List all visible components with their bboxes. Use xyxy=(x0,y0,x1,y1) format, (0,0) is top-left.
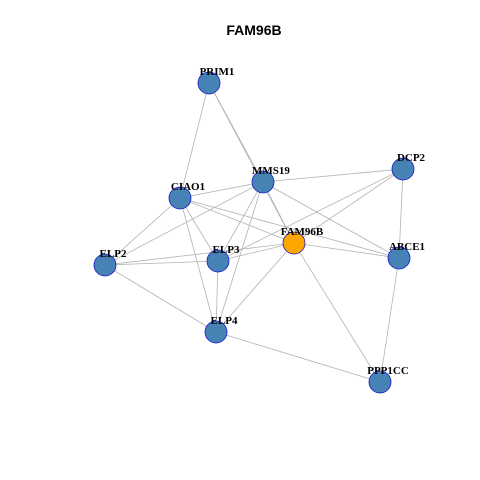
node-label-elp4: ELP4 xyxy=(211,315,238,327)
edge-dcp2-fam96b xyxy=(293,168,404,244)
edge-fam96b-ppp1cc xyxy=(293,242,381,383)
node-label-ciao1: CIAO1 xyxy=(171,181,205,193)
edge-prim1-fam96b xyxy=(208,82,295,244)
node-label-dcp2: DCP2 xyxy=(397,152,426,164)
edge-elp4-ppp1cc xyxy=(215,331,381,383)
edge-abce1-ppp1cc xyxy=(379,257,400,383)
edge-mms19-elp4 xyxy=(215,181,264,333)
node-label-elp2: ELP2 xyxy=(100,248,127,260)
graph-title: FAM96B xyxy=(226,22,281,38)
node-mms19 xyxy=(251,170,275,194)
node-fam96b xyxy=(282,231,306,255)
node-abce1 xyxy=(387,246,411,270)
node-label-elp3: ELP3 xyxy=(213,244,240,256)
node-elp2 xyxy=(93,253,117,277)
edge-mms19-ciao1 xyxy=(179,181,264,199)
edge-ciao1-elp2 xyxy=(104,197,181,266)
edge-ciao1-elp4 xyxy=(179,197,217,333)
edge-fam96b-elp2 xyxy=(104,242,295,266)
edge-mms19-fam96b xyxy=(262,181,295,244)
edge-fam96b-elp4 xyxy=(215,242,295,333)
edge-ciao1-abce1 xyxy=(179,197,400,259)
node-label-mms19: MMS19 xyxy=(252,165,290,177)
edge-mms19-abce1 xyxy=(262,181,400,259)
node-prim1 xyxy=(197,71,221,95)
edge-elp2-elp4 xyxy=(104,264,217,333)
node-dcp2 xyxy=(391,157,415,181)
edge-elp3-elp2 xyxy=(104,260,219,266)
node-ciao1 xyxy=(168,186,192,210)
node-label-abce1: ABCE1 xyxy=(389,241,425,253)
edge-fam96b-elp3 xyxy=(217,242,295,262)
edge-ciao1-fam96b xyxy=(179,197,295,244)
edge-prim1-ciao1 xyxy=(179,82,210,199)
edge-mms19-elp2 xyxy=(104,181,264,266)
node-label-prim1: PRIM1 xyxy=(200,66,235,78)
node-elp4 xyxy=(204,320,228,344)
node-label-fam96b: FAM96B xyxy=(281,226,324,238)
edge-fam96b-abce1 xyxy=(293,242,400,259)
node-label-ppp1cc: PPP1CC xyxy=(367,365,409,377)
edge-dcp2-elp3 xyxy=(217,168,404,262)
node-ppp1cc xyxy=(368,370,392,394)
edge-dcp2-abce1 xyxy=(398,168,404,259)
edge-elp3-elp4 xyxy=(215,260,219,333)
node-elp3 xyxy=(206,249,230,273)
edges-layer xyxy=(104,82,404,383)
nodes-layer xyxy=(93,71,415,394)
edge-mms19-dcp2 xyxy=(262,168,404,183)
edge-ciao1-elp3 xyxy=(179,197,219,262)
